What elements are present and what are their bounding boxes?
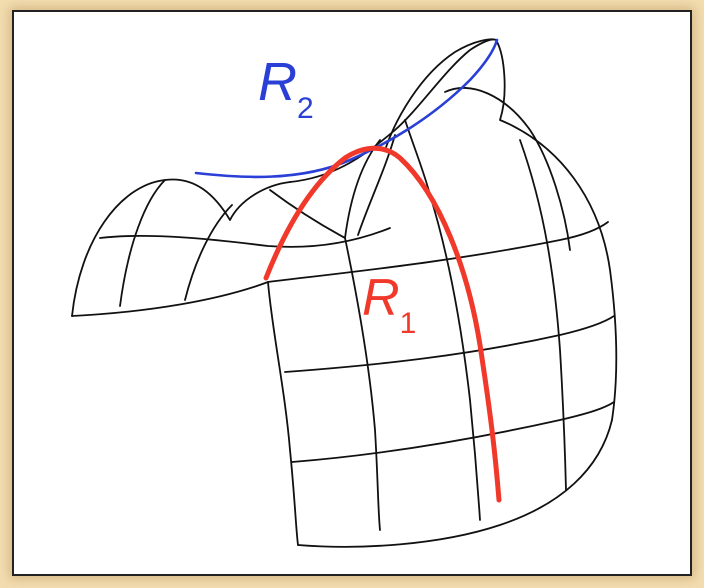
saddle-inner-line-4 [404,119,431,196]
saddle-inner-line-1 [269,189,346,239]
front-vertical-2 [344,237,381,531]
left-lobe-inner-arc-2 [184,204,233,301]
left-lobe-bottom-edge [71,281,269,317]
r1-curve [263,145,502,503]
band-line-1 [267,221,609,283]
right-lobe-inner-arc [444,87,571,251]
r2-label: R2 [258,52,314,125]
saddle-inner-line-3 [357,134,396,236]
band-line-3 [291,401,615,463]
front-left-edge [267,281,299,546]
bottom-edge [297,419,613,548]
left-lobe-inner-arc [119,179,166,307]
saddle-ridge [289,38,497,183]
left-lobe-outline [71,178,291,317]
r2-curve [194,38,499,179]
front-vertical-4 [519,139,567,491]
right-lobe-top-arc [384,38,618,421]
left-lobe-cross-line [99,227,391,248]
surface-mesh [71,38,618,548]
r1-label: R1 [362,269,416,340]
figure-frame [12,10,692,576]
band-line-2 [284,315,615,373]
front-vertical-3 [429,194,481,521]
